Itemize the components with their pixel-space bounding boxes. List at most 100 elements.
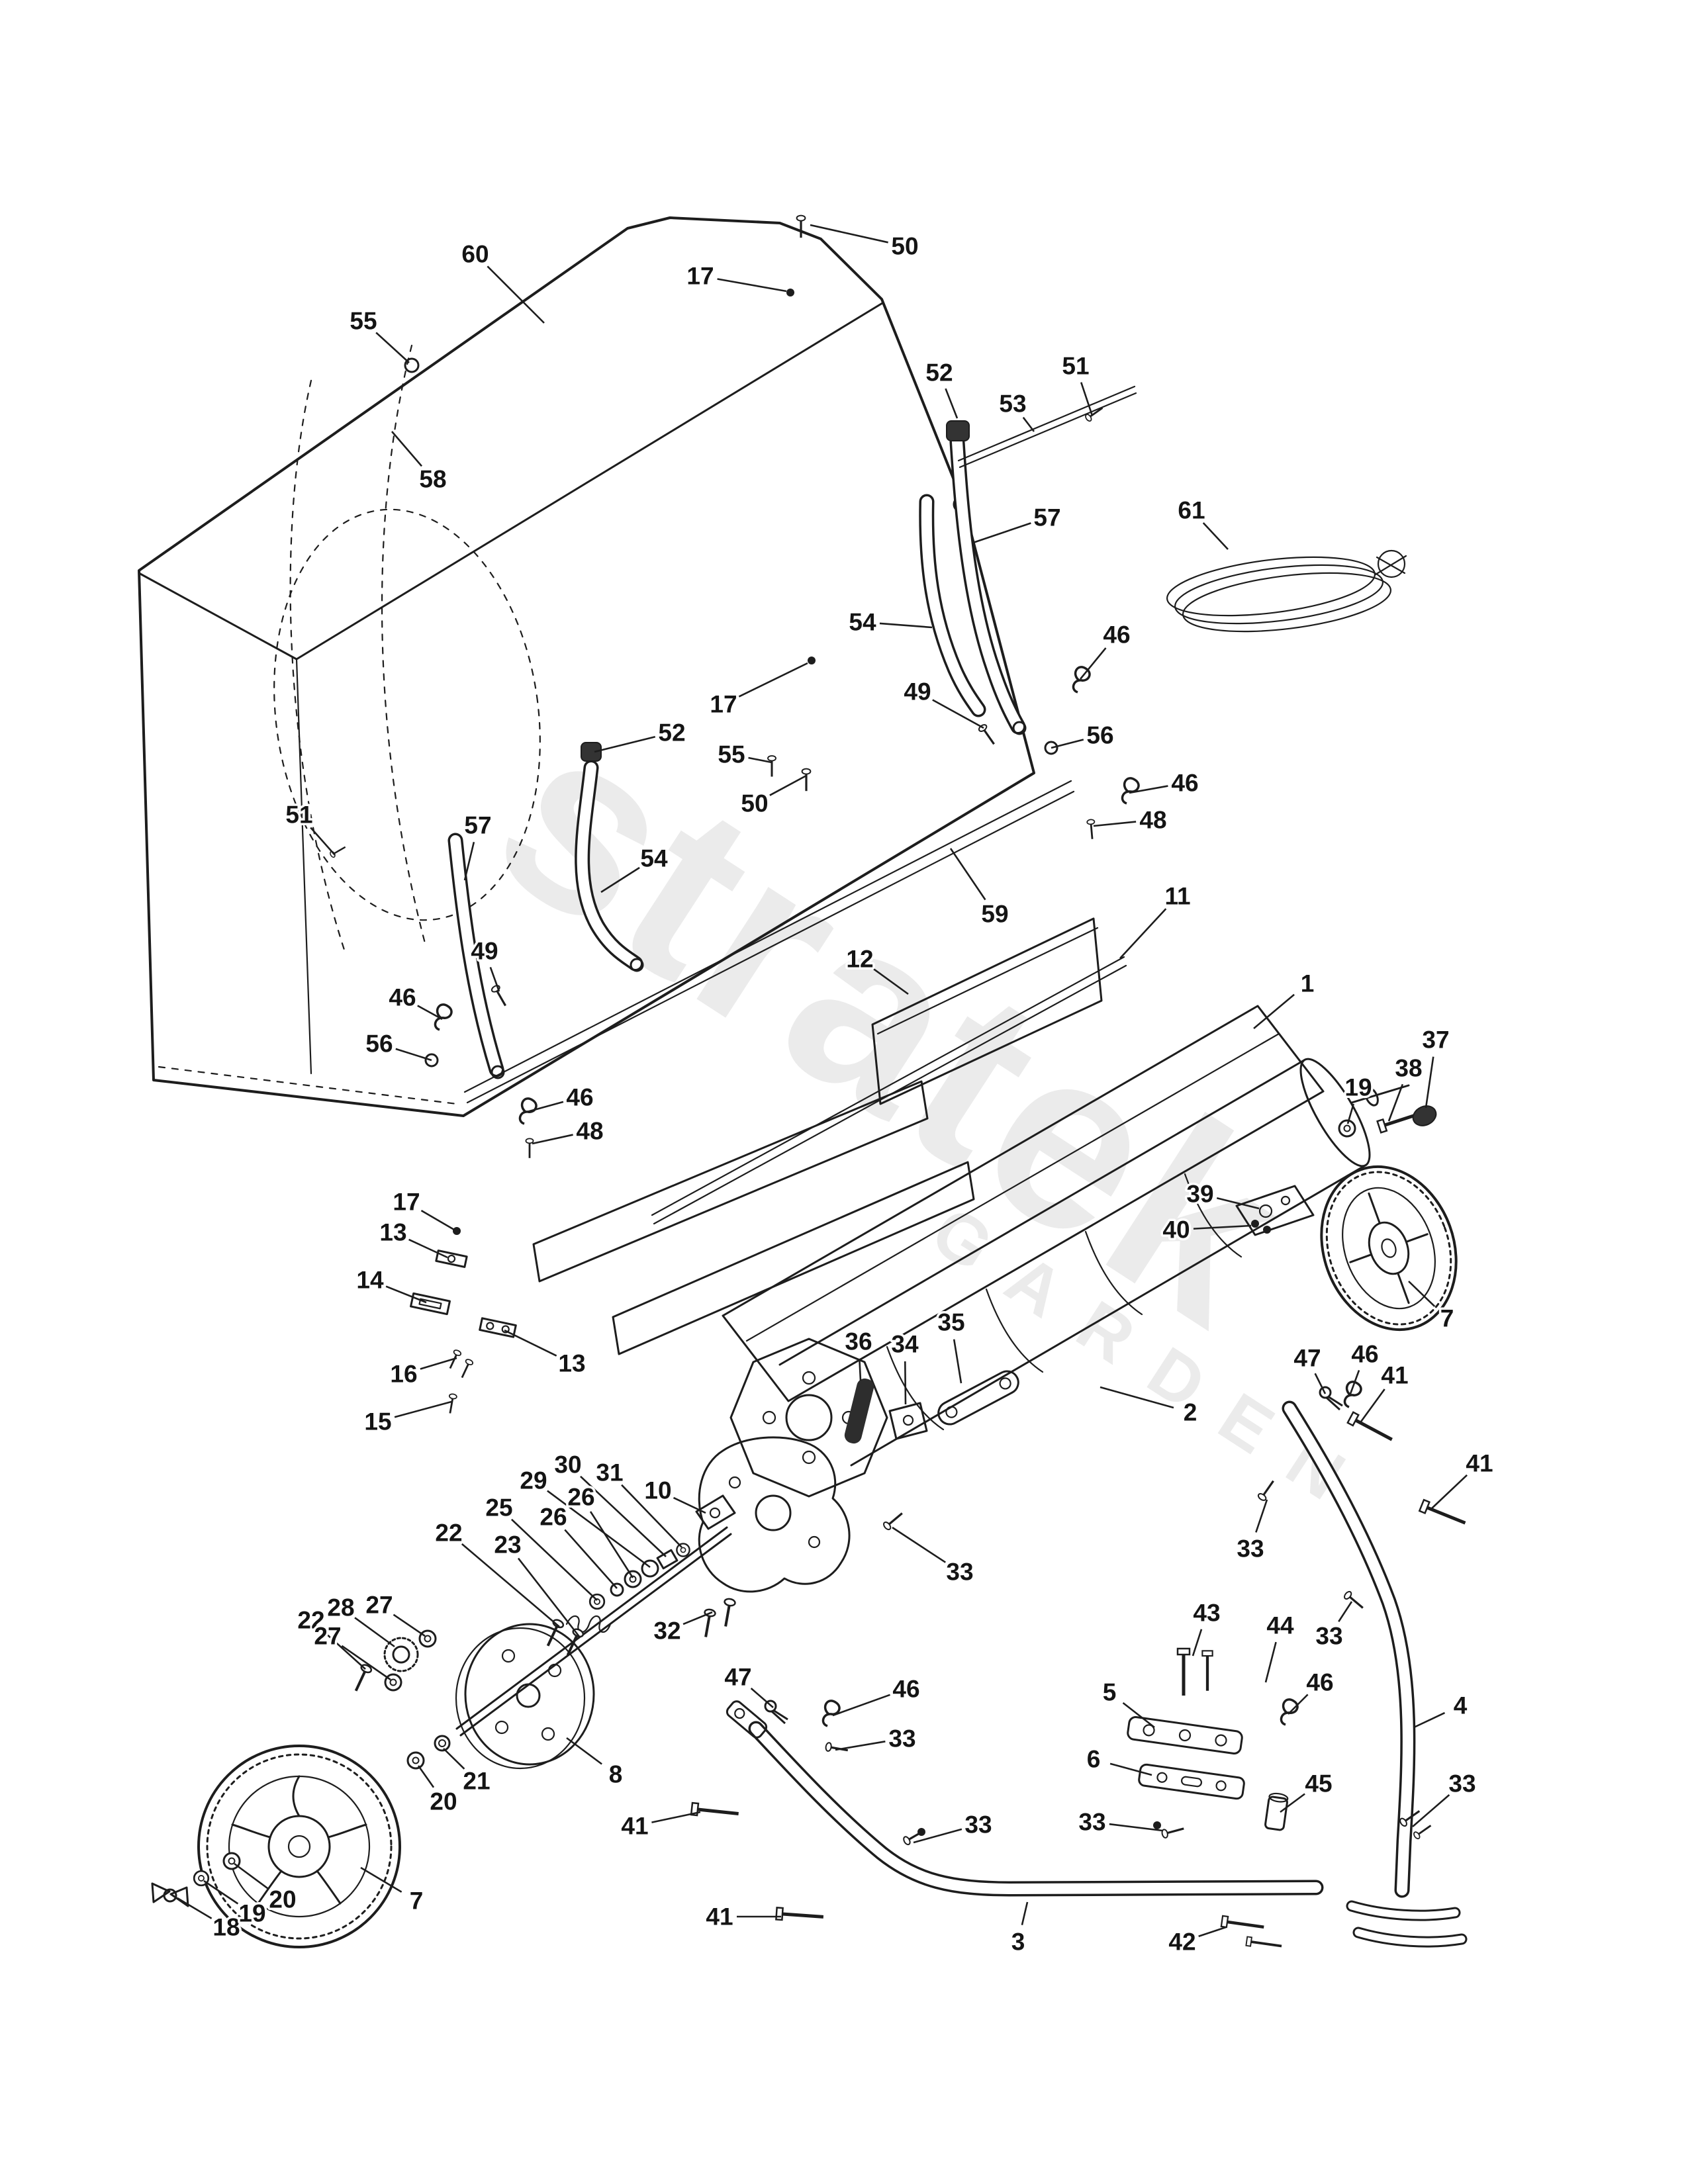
callout-label-45: 45 bbox=[1305, 1770, 1332, 1797]
leader-line-38 bbox=[1387, 1083, 1404, 1122]
tube-cap-52-mid bbox=[581, 742, 602, 762]
callout-label-2: 2 bbox=[1184, 1399, 1197, 1426]
plate-14 bbox=[410, 1292, 451, 1316]
bracket-10 bbox=[695, 1494, 736, 1530]
callout-label-53: 53 bbox=[999, 390, 1026, 418]
leader-line-52 bbox=[945, 388, 959, 419]
leader-line-23 bbox=[517, 1557, 581, 1638]
callout-label-47: 47 bbox=[1293, 1345, 1321, 1372]
callout-label-60: 60 bbox=[461, 241, 489, 268]
leader-line-37 bbox=[1425, 1056, 1434, 1109]
leader-line-47 bbox=[750, 1688, 774, 1708]
leader-line-22 bbox=[461, 1543, 560, 1627]
leader-line-19 bbox=[203, 1880, 239, 1905]
bolt-41a bbox=[1348, 1412, 1395, 1445]
callout-label-17: 17 bbox=[710, 691, 737, 718]
screw-33h bbox=[1411, 1821, 1434, 1841]
bolt-41b bbox=[1419, 1500, 1468, 1528]
leader-line-21 bbox=[443, 1748, 465, 1770]
leader-line-27 bbox=[341, 1645, 391, 1681]
leader-line-50 bbox=[769, 774, 807, 796]
leader-line-41 bbox=[651, 1811, 701, 1823]
hopper-grommet bbox=[404, 357, 420, 373]
callout-label-28: 28 bbox=[327, 1594, 354, 1621]
callout-label-46: 46 bbox=[1171, 770, 1198, 797]
callout-label-25: 25 bbox=[485, 1494, 512, 1522]
callout-label-26: 26 bbox=[539, 1504, 567, 1531]
bolt-41-bottom bbox=[776, 1907, 823, 1923]
link-35 bbox=[937, 1370, 1019, 1426]
leader-line-54 bbox=[879, 622, 933, 629]
leader-line-17 bbox=[420, 1209, 455, 1231]
leader-line-1 bbox=[1253, 993, 1295, 1029]
leader-line-33 bbox=[1412, 1794, 1450, 1827]
leader-line-22 bbox=[323, 1631, 366, 1670]
leader-line-60 bbox=[487, 265, 545, 324]
leader-line-32 bbox=[682, 1611, 713, 1625]
callout-label-42: 42 bbox=[1168, 1929, 1196, 1956]
leader-line-46 bbox=[526, 1101, 564, 1113]
callout-label-46: 46 bbox=[1351, 1341, 1378, 1368]
callout-label-34: 34 bbox=[891, 1331, 919, 1358]
leader-line-56 bbox=[395, 1048, 432, 1062]
callout-label-43: 43 bbox=[1193, 1600, 1220, 1627]
board-lower bbox=[612, 1161, 975, 1355]
rod-53 bbox=[957, 385, 1137, 469]
leader-line-46 bbox=[832, 1694, 890, 1717]
nut-21 bbox=[434, 1735, 451, 1752]
callout-label-15: 15 bbox=[364, 1408, 391, 1435]
board-upper bbox=[532, 1080, 929, 1283]
callout-label-30: 30 bbox=[554, 1451, 581, 1479]
callout-label-46: 46 bbox=[1306, 1669, 1333, 1696]
callout-label-59: 59 bbox=[981, 901, 1008, 928]
callout-label-48: 48 bbox=[1139, 807, 1166, 834]
side-plate bbox=[698, 1436, 851, 1593]
lever-grip-36 bbox=[844, 1378, 874, 1444]
screw-48-right bbox=[1086, 818, 1098, 841]
callout-label-37: 37 bbox=[1422, 1026, 1449, 1054]
callout-label-50: 50 bbox=[741, 790, 768, 817]
leader-line-49 bbox=[932, 699, 984, 729]
callout-label-33: 33 bbox=[964, 1811, 992, 1839]
callout-label-54: 54 bbox=[640, 845, 668, 872]
leader-line-51 bbox=[310, 827, 336, 856]
leader-line-40 bbox=[1193, 1224, 1252, 1230]
clip-13 bbox=[435, 1250, 468, 1268]
callout-label-56: 56 bbox=[365, 1030, 393, 1058]
callout-label-61: 61 bbox=[1178, 497, 1205, 524]
leader-line-19 bbox=[1346, 1103, 1354, 1124]
leader-line-57 bbox=[972, 522, 1031, 544]
leader-line-50 bbox=[810, 224, 888, 244]
callout-label-57: 57 bbox=[464, 812, 491, 839]
leader-line-35 bbox=[953, 1339, 962, 1384]
leader-line-26 bbox=[589, 1511, 634, 1578]
leader-line-25 bbox=[510, 1518, 598, 1601]
washer-19 bbox=[1338, 1119, 1356, 1138]
leader-line-45 bbox=[1280, 1793, 1305, 1813]
callout-label-46: 46 bbox=[892, 1676, 919, 1703]
leader-line-41 bbox=[1430, 1474, 1468, 1510]
callout-label-14: 14 bbox=[356, 1267, 384, 1294]
leader-line-14 bbox=[385, 1285, 427, 1304]
leader-line-59 bbox=[949, 848, 986, 901]
callout-label-20: 20 bbox=[430, 1788, 457, 1815]
callout-label-32: 32 bbox=[653, 1617, 680, 1645]
leader-line-46 bbox=[1079, 647, 1107, 680]
callout-label-13: 13 bbox=[558, 1350, 585, 1377]
callout-label-7: 7 bbox=[1440, 1305, 1454, 1332]
hitch-plate-5 bbox=[1127, 1715, 1243, 1755]
leader-line-8 bbox=[566, 1737, 602, 1765]
callout-label-29: 29 bbox=[520, 1467, 547, 1494]
callout-label-56: 56 bbox=[1086, 722, 1113, 749]
roller-body-2 bbox=[778, 1059, 1368, 1467]
callout-label-33: 33 bbox=[888, 1725, 915, 1752]
rivet-17 bbox=[453, 1227, 461, 1235]
leader-line-33 bbox=[913, 1828, 962, 1844]
leader-line-56 bbox=[1051, 739, 1084, 749]
housing-panel-1 bbox=[722, 1005, 1325, 1402]
callout-label-41: 41 bbox=[621, 1813, 648, 1840]
leader-line-6 bbox=[1109, 1762, 1152, 1776]
leader-line-52 bbox=[594, 735, 656, 753]
callout-label-6: 6 bbox=[1087, 1746, 1101, 1773]
